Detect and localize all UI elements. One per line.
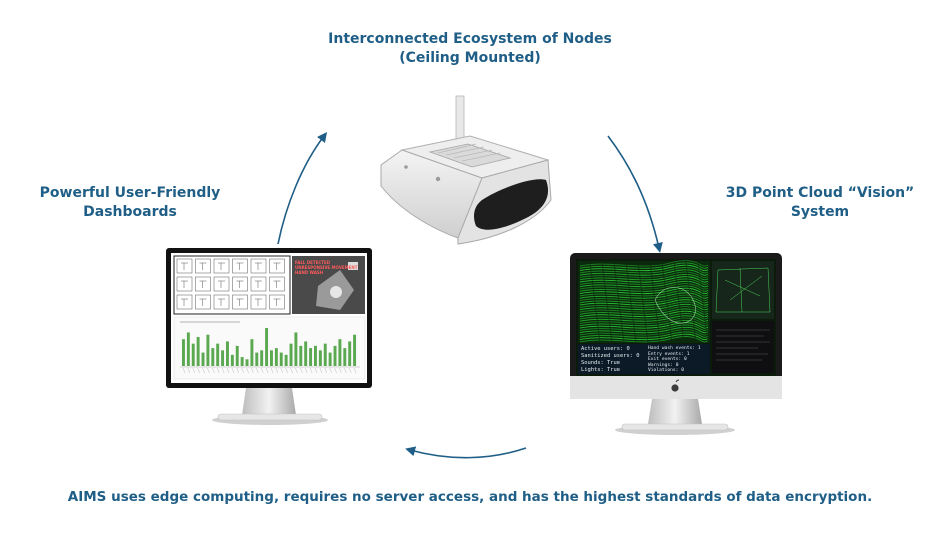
chart-bar	[299, 345, 303, 366]
chart-bar	[226, 341, 229, 366]
chart-bar	[304, 341, 308, 366]
caption-line: Dashboards	[83, 204, 177, 220]
stat-value: 0	[675, 362, 679, 368]
stat-value: True	[606, 367, 620, 373]
overlay-line: FALL DETECTED	[295, 260, 331, 265]
cycle-arrow-icon	[277, 132, 663, 459]
chart-bar	[274, 348, 278, 366]
stat-label: Lights:	[581, 367, 604, 373]
chart-bar	[348, 341, 352, 366]
chart-bar	[279, 352, 283, 366]
caption-line: System	[790, 204, 850, 220]
stat-value: 1	[686, 351, 690, 357]
dashboard-monitor	[166, 248, 372, 425]
chart-bar	[318, 350, 322, 366]
stat-label: Sanitized users:	[581, 353, 633, 359]
chart-bar	[255, 352, 259, 366]
stat-label: Hand wash events:	[648, 346, 696, 351]
chart-bar	[221, 350, 225, 366]
point-cloud-monitor	[570, 253, 782, 435]
stat-label: Exit events:	[648, 357, 682, 363]
chart-bar	[338, 339, 342, 366]
stat-label: Entry events:	[648, 351, 684, 357]
stat-label: Active users:	[581, 346, 624, 352]
caption-line: 3D Point Cloud “Vision”	[725, 185, 915, 201]
chart-bar	[182, 339, 185, 366]
chart-bar	[309, 348, 313, 366]
overlay-line: UNRESPONSIVE MOVEMENT	[295, 265, 358, 270]
chart-bar	[191, 343, 195, 366]
chart-bar	[235, 345, 239, 366]
stat-label: Sounds:	[581, 360, 604, 366]
chart-bar	[294, 332, 298, 366]
chart-bar	[250, 339, 254, 366]
chart-bar	[323, 343, 327, 366]
chart-bar	[289, 343, 293, 366]
chart-bar	[343, 348, 347, 366]
chart-bar	[314, 345, 317, 366]
apple-logo-icon	[671, 379, 680, 392]
stat-value: 0	[626, 346, 630, 352]
caption-line: Interconnected Ecosystem of Nodes	[328, 31, 612, 47]
chart-bar	[240, 357, 244, 366]
caption-nodes: Interconnected Ecosystem of Nodes (Ceili…	[280, 30, 660, 68]
chart-bar	[270, 350, 273, 366]
stats-left: Active users: 0 Sanitized users: 0 Sound…	[581, 346, 639, 374]
bar-chart	[182, 328, 357, 366]
stats-right: Hand wash events: 1 Entry events: 1 Exit…	[648, 346, 701, 374]
chart-bar	[201, 352, 205, 366]
camera-overlay-text: FALL DETECTED UNRESPONSIVE MOVEMENT HAND…	[295, 260, 357, 275]
caption-vision: 3D Point Cloud “Vision” System	[700, 184, 940, 222]
sensor-node-device	[380, 95, 552, 245]
chart-bar	[216, 343, 220, 366]
caption-line: Powerful User-Friendly	[39, 185, 221, 201]
chart-bar	[284, 354, 288, 366]
chart-bar	[196, 336, 200, 366]
chart-bar	[206, 334, 210, 366]
chart-bar	[230, 354, 234, 366]
stat-value: 0	[683, 357, 687, 363]
overlay-line: HAND WASH	[295, 270, 324, 275]
stat-label: Warnings:	[648, 362, 673, 368]
caption-line: (Ceiling Mounted)	[399, 50, 541, 66]
footer-statement: AIMS uses edge computing, requires no se…	[67, 489, 873, 505]
chart-bar	[328, 352, 332, 366]
chart-bar	[260, 350, 264, 366]
stat-value: 0	[681, 368, 684, 374]
chart-bar	[333, 345, 337, 366]
caption-dashboards: Powerful User-Friendly Dashboards	[20, 184, 240, 222]
stat-value: 0	[636, 353, 640, 359]
stat-value: 1	[697, 346, 701, 351]
stat-label: Violations:	[648, 368, 679, 374]
chart-bar	[245, 359, 249, 366]
chart-bar	[186, 332, 190, 366]
stat-value: True	[606, 360, 620, 366]
chart-bar	[211, 348, 215, 366]
chart-bar	[265, 328, 269, 366]
chart-bar	[353, 334, 357, 366]
